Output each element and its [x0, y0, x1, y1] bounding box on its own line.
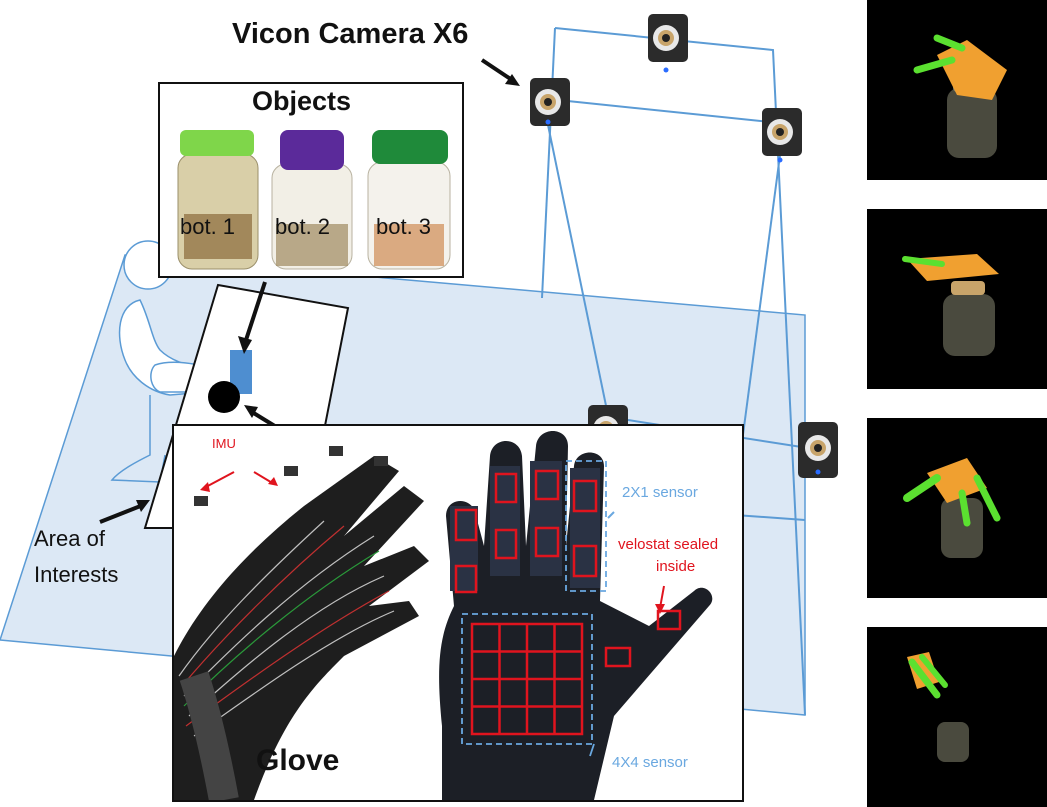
- annotation-arrows: [200, 471, 665, 757]
- grasp-frame-4: [867, 627, 1047, 807]
- bottle-2: [271, 130, 353, 270]
- arrowhead: [244, 405, 258, 418]
- grasp-render-3: [903, 458, 1001, 558]
- bottle-3-cap: [372, 130, 448, 164]
- bottle-1-cap: [180, 130, 254, 156]
- grasp-frame-2: [867, 209, 1047, 389]
- sensor-2x1-label: 2X1 sensor: [622, 484, 698, 501]
- bottle-1: [177, 130, 259, 270]
- pressure-glove: [439, 431, 713, 800]
- area-label-line2: Interests: [34, 562, 119, 587]
- grasp-frame-3: [867, 418, 1047, 598]
- imu-glove: [174, 446, 429, 800]
- sensor-outline-blue: [461, 460, 607, 745]
- imu-label: IMU: [212, 436, 236, 451]
- hand-position: [208, 381, 240, 413]
- sensor-4x4-label: 4X4 sensor: [612, 754, 688, 771]
- target-object: [230, 350, 252, 394]
- objects-title: Objects: [252, 86, 352, 116]
- imu-sensor: [194, 496, 208, 506]
- objects-panel: Objects bot. 1 bot. 2 bot. 3: [158, 82, 464, 278]
- arrow-objects-to-table: [244, 281, 267, 341]
- bottle-3-label: bot. 3: [376, 214, 432, 239]
- grasp-frame-1: [867, 0, 1047, 180]
- bottle-3: [367, 130, 451, 270]
- glove-images: [174, 431, 713, 800]
- arrowhead: [136, 500, 150, 512]
- vicon-camera-3: [762, 108, 802, 163]
- grasp-render-1: [913, 34, 1007, 158]
- grasp-render-4: [907, 652, 969, 762]
- bottle-images: [177, 130, 451, 270]
- bottle-2-label: bot. 2: [275, 214, 331, 239]
- vicon-camera-1: [530, 78, 570, 126]
- sensor-grid-red: [454, 469, 682, 736]
- camera-label: Vicon Camera X6: [232, 18, 469, 50]
- arrow-camera-label: [480, 58, 514, 82]
- arrowhead: [505, 74, 520, 86]
- finger-patch: [450, 506, 478, 591]
- imu-sensor: [284, 466, 298, 476]
- grasp-render-2: [902, 254, 999, 356]
- vicon-camera-2: [648, 14, 688, 73]
- arrow-area-label: [99, 503, 144, 524]
- arrowhead: [238, 336, 252, 354]
- imu-sensor: [329, 446, 343, 456]
- imu-sensor: [374, 456, 388, 466]
- bottle-1-label: bot. 1: [180, 214, 236, 239]
- glove-panel: IMU 2X1 sensor velostat sealed inside Gl…: [172, 424, 744, 802]
- velostat-label-line2: inside: [656, 558, 696, 575]
- bottle-2-cap: [280, 130, 344, 170]
- velostat-label-line1: velostat sealed: [618, 536, 719, 553]
- vicon-camera-5: [798, 422, 838, 478]
- area-label-line1: Area of: [34, 526, 105, 551]
- glove-title: Glove: [256, 744, 340, 777]
